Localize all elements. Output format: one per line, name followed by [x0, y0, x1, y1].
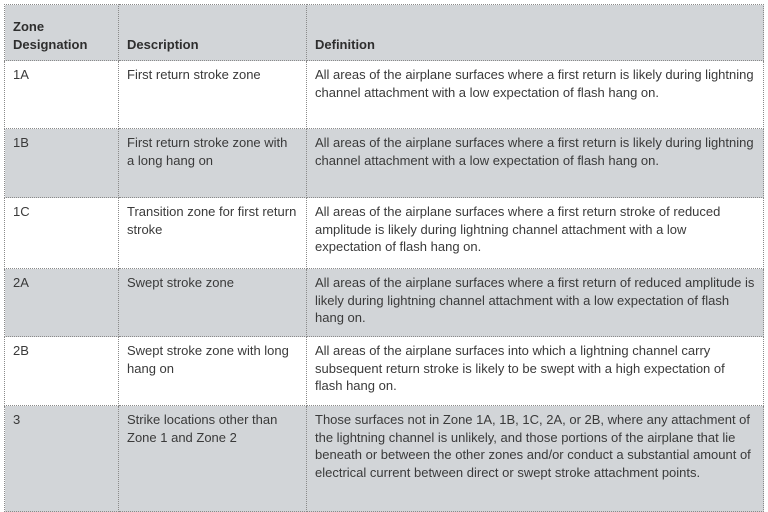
table-row: 1A First return stroke zone All areas of…	[4, 60, 764, 129]
cell-description: Swept stroke zone	[118, 268, 307, 337]
cell-description: Swept stroke zone with long hang on	[118, 336, 307, 406]
header-description: Description	[118, 4, 307, 61]
cell-zone: 3	[4, 405, 119, 512]
lightning-zone-table: Zone Designation Description Definition …	[4, 4, 764, 512]
header-zone-designation: Zone Designation	[4, 4, 119, 61]
cell-zone: 1A	[4, 60, 119, 129]
cell-definition: All areas of the airplane surfaces where…	[306, 268, 764, 337]
table-row: 2A Swept stroke zone All areas of the ai…	[4, 268, 764, 337]
table-header-row: Zone Designation Description Definition	[4, 4, 764, 61]
cell-zone: 1C	[4, 197, 119, 269]
table-row: 1B First return stroke zone with a long …	[4, 128, 764, 198]
cell-definition: All areas of the airplane surfaces where…	[306, 197, 764, 269]
table-row: 2B Swept stroke zone with long hang on A…	[4, 336, 764, 406]
table-row: 3 Strike locations other than Zone 1 and…	[4, 405, 764, 512]
cell-description: Transition zone for first return stroke	[118, 197, 307, 269]
cell-zone: 2A	[4, 268, 119, 337]
cell-zone: 1B	[4, 128, 119, 198]
header-definition: Definition	[306, 4, 764, 61]
table-row: 1C Transition zone for first return stro…	[4, 197, 764, 269]
cell-definition: All areas of the airplane surfaces into …	[306, 336, 764, 406]
cell-definition: All areas of the airplane surfaces where…	[306, 128, 764, 198]
lightning-zone-table-container: Zone Designation Description Definition …	[4, 4, 764, 512]
cell-description: First return stroke zone	[118, 60, 307, 129]
cell-description: First return stroke zone with a long han…	[118, 128, 307, 198]
cell-zone: 2B	[4, 336, 119, 406]
cell-description: Strike locations other than Zone 1 and Z…	[118, 405, 307, 512]
cell-definition: All areas of the airplane surfaces where…	[306, 60, 764, 129]
cell-definition: Those surfaces not in Zone 1A, 1B, 1C, 2…	[306, 405, 764, 512]
